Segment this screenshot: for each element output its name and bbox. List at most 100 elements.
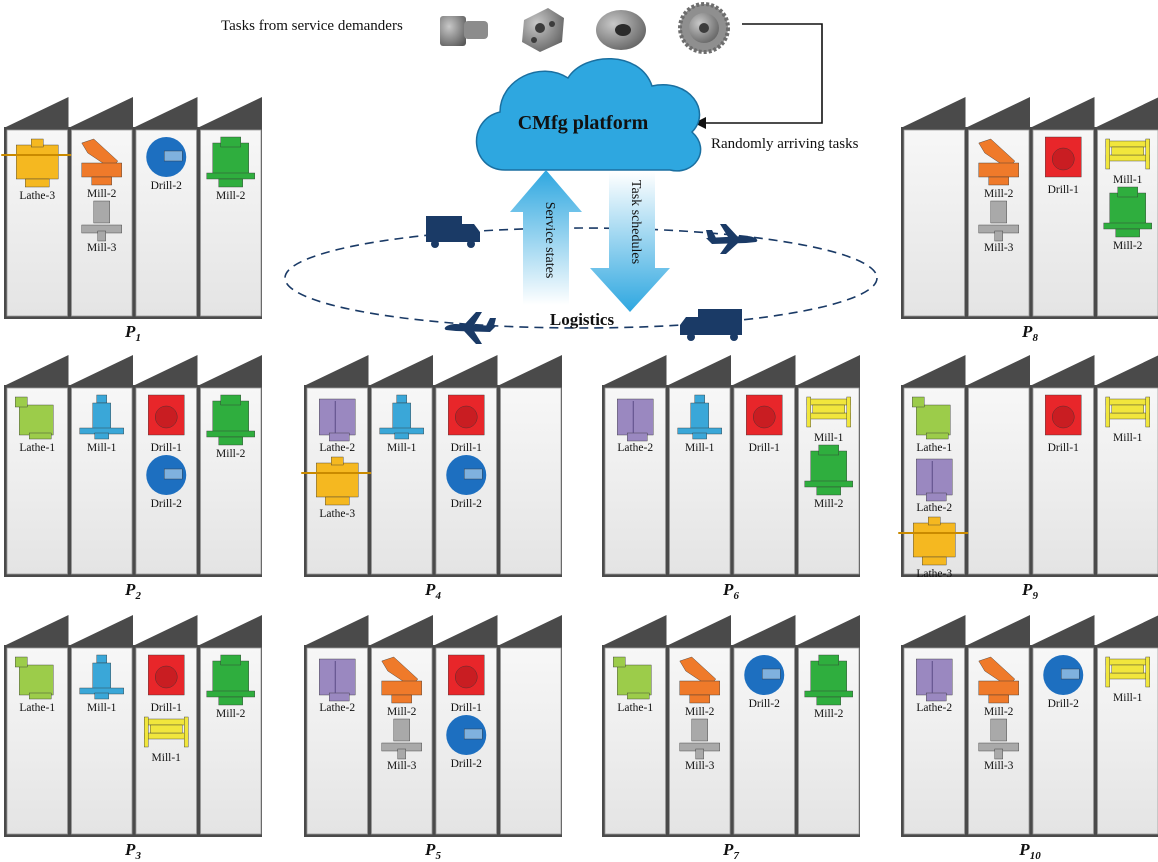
machine-label: Drill-1 xyxy=(151,442,183,454)
lathe-machine-icon xyxy=(898,516,971,566)
drill-machine-icon xyxy=(446,455,487,495)
truck-icon xyxy=(680,309,742,341)
drill-machine-icon xyxy=(744,655,785,695)
machine-label: Lathe-1 xyxy=(19,702,55,714)
factory-bay: Mill-1 xyxy=(669,387,731,575)
factory-roof xyxy=(901,97,1158,127)
machine-label: Drill-2 xyxy=(451,498,483,510)
machine-label: Lathe-2 xyxy=(916,702,952,714)
factory-bay: Drill-2 xyxy=(135,129,197,317)
factory-bay: Mill-1 xyxy=(1097,387,1158,575)
millb-machine-icon xyxy=(677,394,722,440)
task-parts xyxy=(440,2,730,54)
drill-machine-icon xyxy=(148,394,185,436)
machine-label: Mill-1 xyxy=(152,752,182,764)
machine-label: Mill-3 xyxy=(984,760,1014,772)
machine-label: Drill-2 xyxy=(151,498,183,510)
machine-label: Drill-1 xyxy=(151,702,183,714)
mill-machine-icon xyxy=(81,200,122,242)
machine-label: Drill-2 xyxy=(1048,698,1080,710)
machine-label: Mill-3 xyxy=(87,242,117,254)
factory-roof xyxy=(602,355,860,385)
drill-machine-icon xyxy=(146,137,187,177)
factory-roof xyxy=(4,97,262,127)
machine-label: Mill-1 xyxy=(814,432,844,444)
factory-bay xyxy=(903,129,965,317)
drill-machine-icon xyxy=(446,715,487,755)
machine-label: Mill-1 xyxy=(1113,432,1143,444)
machine-label: Lathe-2 xyxy=(319,442,355,454)
factory-bay: Lathe-1 xyxy=(6,387,68,575)
machine-label: Lathe-1 xyxy=(617,702,653,714)
machine-label: Mill-1 xyxy=(1113,174,1143,186)
factory-roof xyxy=(602,615,860,645)
machine-label: Lathe-2 xyxy=(319,702,355,714)
task-schedules-label: Task schedules xyxy=(628,180,643,264)
task-schedules-arrow: Task schedules xyxy=(590,172,670,312)
mill-machine-icon xyxy=(381,718,422,760)
lathe-machine-icon xyxy=(301,456,374,506)
millb-machine-icon xyxy=(79,394,124,440)
machine-label: Mill-2 xyxy=(984,188,1014,200)
machine-label: Mill-2 xyxy=(814,498,844,510)
millg-machine-icon xyxy=(804,654,853,706)
platform-label: CMfg platform xyxy=(518,112,649,134)
lathe-machine-icon xyxy=(15,396,54,440)
machine-label: Mill-2 xyxy=(216,190,246,202)
factory-label: P10 xyxy=(1018,840,1041,862)
factory-label: P8 xyxy=(1021,322,1038,344)
factory-bay: Lathe-1 xyxy=(6,647,68,835)
lathe-machine-icon xyxy=(319,658,356,702)
machine-label: Mill-3 xyxy=(387,760,417,772)
factory-label: P1 xyxy=(124,322,141,344)
drill-machine-icon xyxy=(1043,655,1084,695)
millo-machine-icon xyxy=(978,138,1019,186)
factory-bay: Drill-2 xyxy=(1032,647,1094,835)
lathe-machine-icon xyxy=(617,398,654,442)
machine-label: Mill-3 xyxy=(984,242,1014,254)
machine-label: Mill-3 xyxy=(685,760,715,772)
factory-roof xyxy=(4,355,262,385)
factory-bay: Lathe-3 xyxy=(1,129,74,317)
machine-label: Mill-2 xyxy=(984,706,1014,718)
drill-machine-icon xyxy=(1045,136,1082,178)
factory-roof xyxy=(4,615,262,645)
machine-label: Lathe-2 xyxy=(617,442,653,454)
factory-bay: Lathe-1 xyxy=(604,647,666,835)
machine-label: Mill-2 xyxy=(216,448,246,460)
block-part-icon xyxy=(522,8,564,52)
millg-machine-icon xyxy=(206,654,255,706)
machine-label: Mill-2 xyxy=(387,706,417,718)
factory-bay: Mill-2 xyxy=(200,129,262,317)
factory-bay: Mill-1 xyxy=(71,647,133,835)
factory-roof xyxy=(304,355,562,385)
factory-bay: Drill-1 xyxy=(1032,129,1094,317)
factory-bay: Lathe-2 xyxy=(604,387,666,575)
factory-bay: Mill-1 xyxy=(371,387,433,575)
lathe-machine-icon xyxy=(916,458,953,502)
factory-bay: Mill-2 xyxy=(200,647,262,835)
machine-label: Drill-2 xyxy=(749,698,781,710)
millo-machine-icon xyxy=(679,656,720,704)
factory-roof xyxy=(901,615,1158,645)
factory-bay xyxy=(500,387,562,575)
factory-bay: Mill-2 xyxy=(200,387,262,575)
truck-icon xyxy=(426,216,480,248)
